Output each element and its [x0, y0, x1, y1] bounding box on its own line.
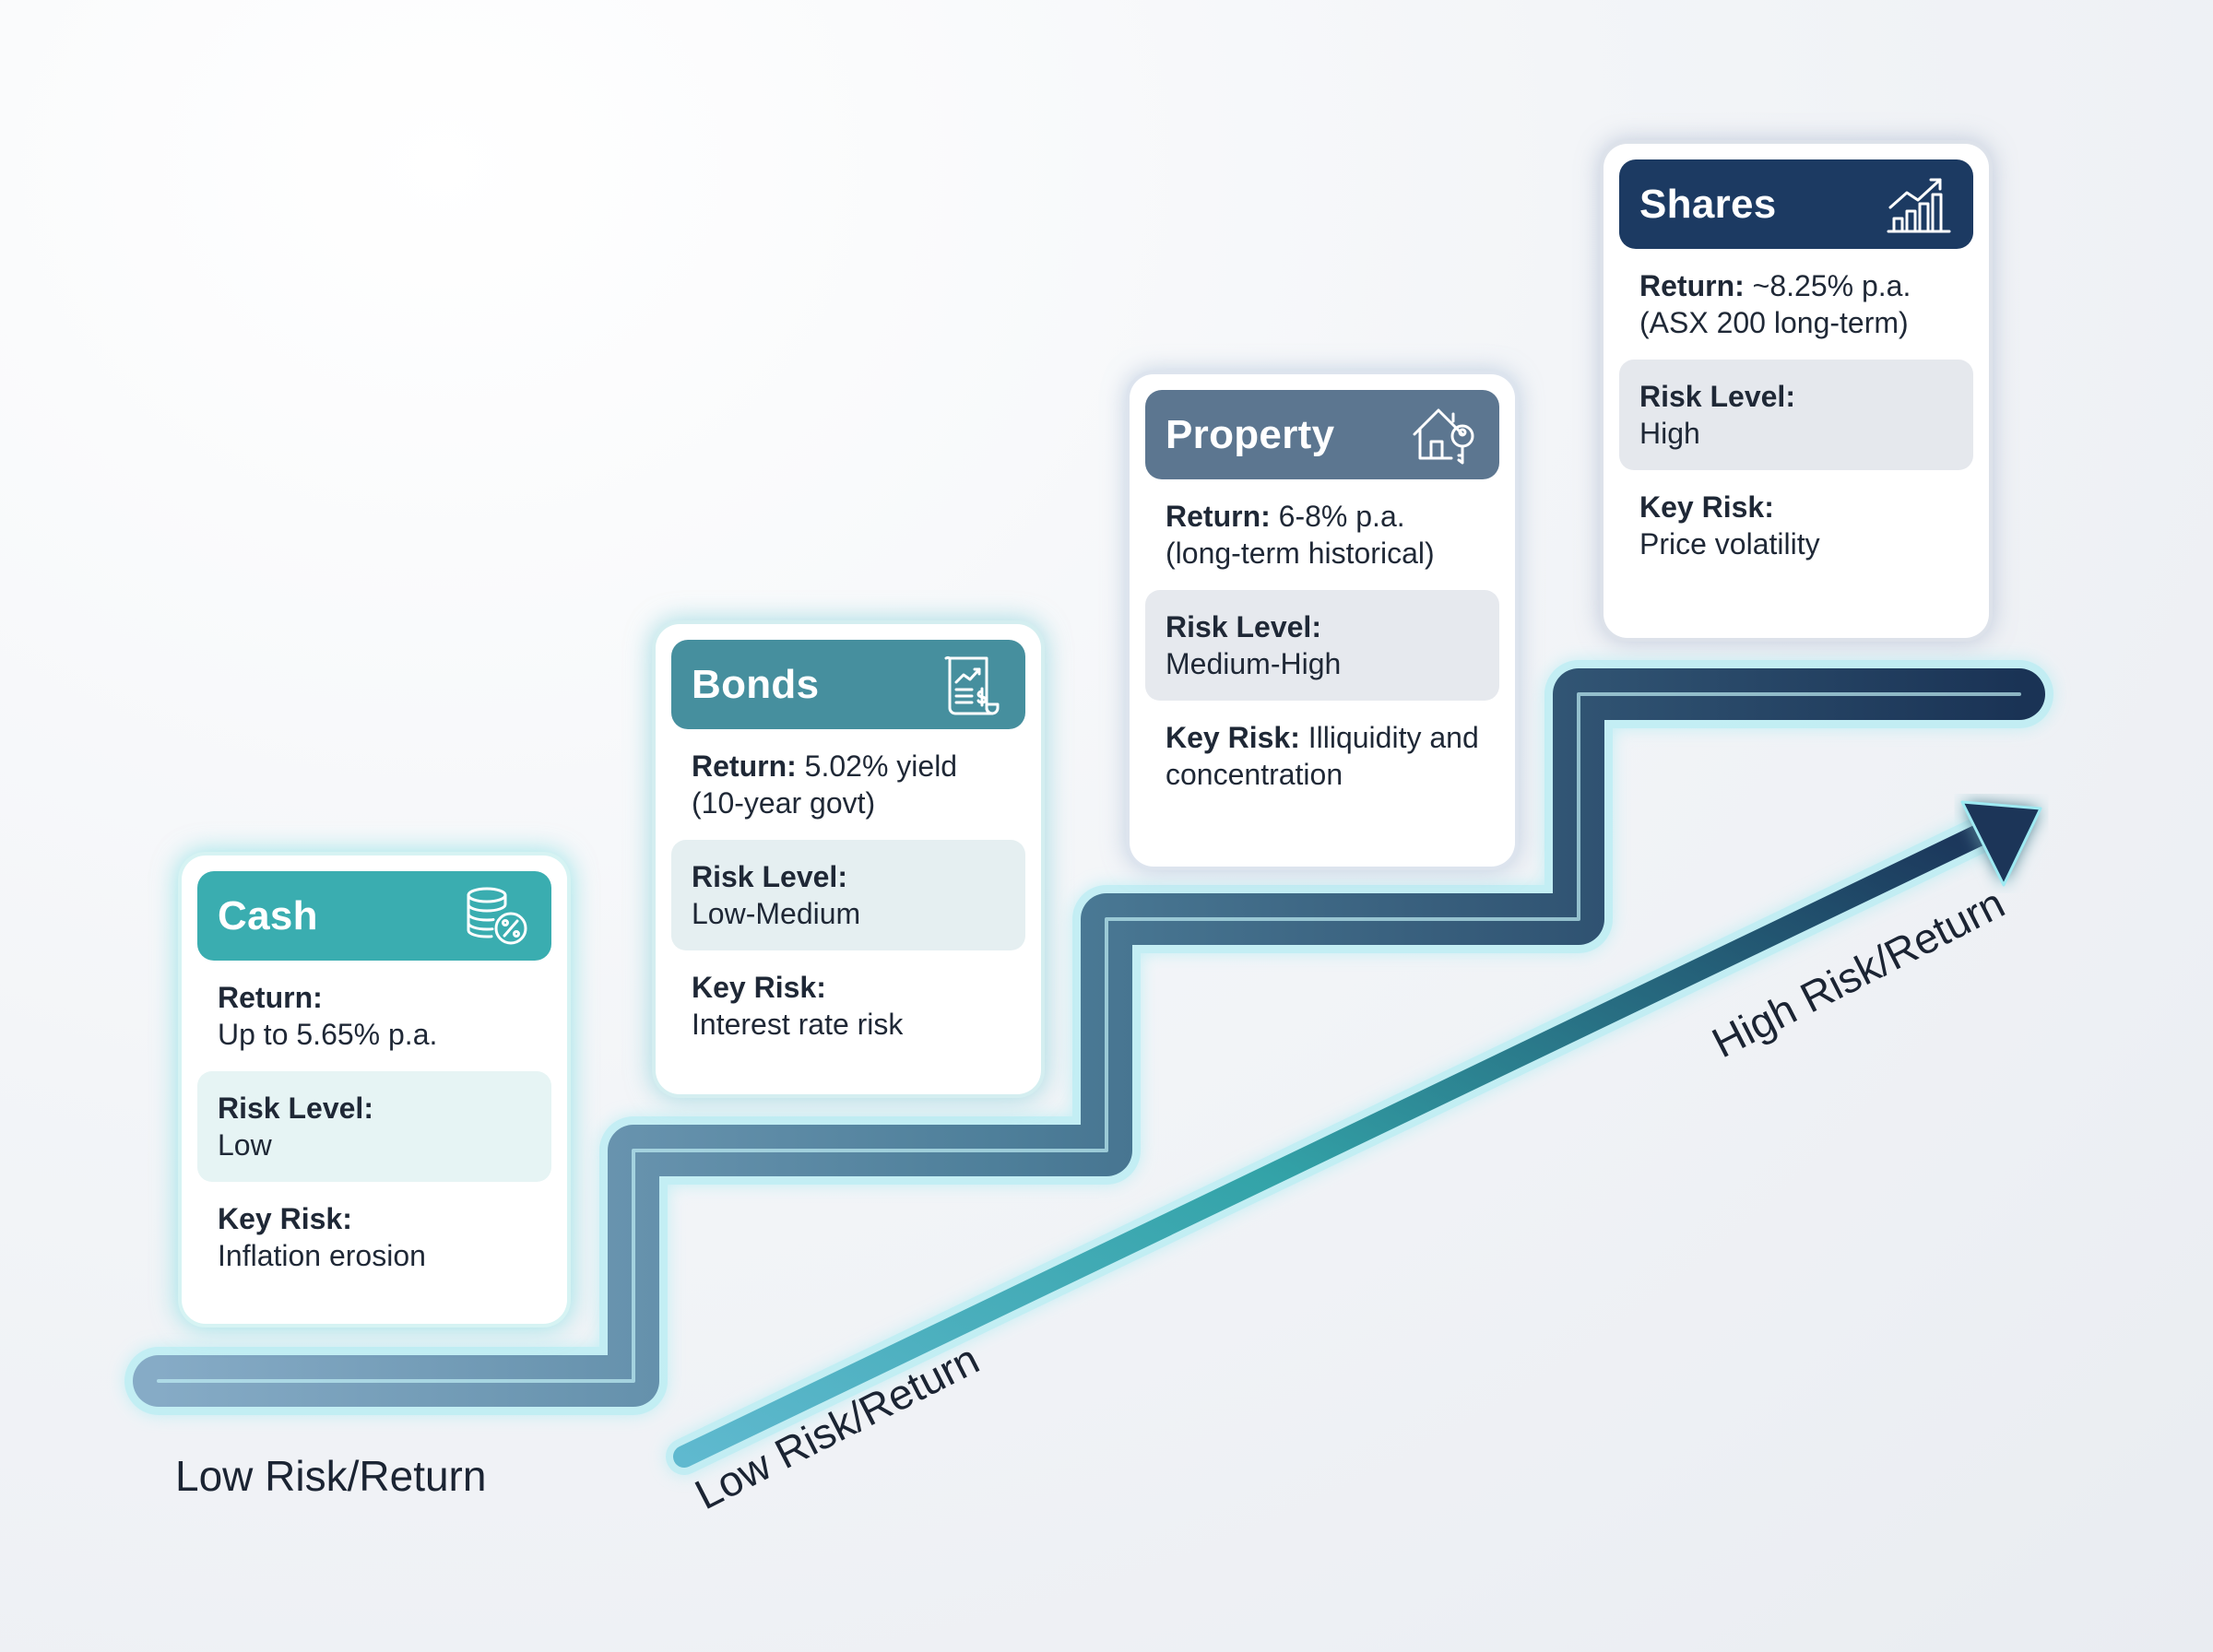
- risk-arrow-head: [1960, 800, 2042, 887]
- risk-arrow-shaft: [673, 822, 1994, 1468]
- key-risk-label: Key Risk:: [1639, 490, 1774, 524]
- risk-level-label: Risk Level:: [218, 1092, 373, 1125]
- card-header: Property: [1145, 390, 1499, 479]
- key-risk-value: Inflation erosion: [218, 1239, 426, 1272]
- key-risk-label: Key Risk:: [1166, 721, 1308, 754]
- card-title: Bonds: [692, 661, 820, 707]
- bar-chart-growth-icon: [1885, 171, 1953, 239]
- bond-document-icon: [937, 651, 1005, 719]
- return-row: Return: 5.02% yield (10-year govt): [671, 729, 1025, 840]
- risk-level-label: Risk Level:: [692, 860, 847, 893]
- return-label: Return:: [1639, 269, 1753, 302]
- card-header: Bonds: [671, 640, 1025, 729]
- return-value: Up to 5.65% p.a.: [218, 1018, 438, 1051]
- risk-level-value: Medium-High: [1166, 647, 1342, 680]
- low-risk-return-label: Low Risk/Return: [175, 1452, 487, 1500]
- key-risk-row: Key Risk: Interest rate risk: [671, 950, 1025, 1061]
- return-row: Return: 6-8% p.a. (long-term historical): [1145, 479, 1499, 590]
- key-risk-row: Key Risk: Inflation erosion: [197, 1182, 551, 1292]
- risk-level-value: Low-Medium: [692, 897, 861, 930]
- key-risk-value: Illiquidity and concentration: [1166, 721, 1479, 791]
- return-row: Return: Up to 5.65% p.a.: [197, 961, 551, 1071]
- return-label: Return:: [1166, 500, 1279, 533]
- return-row: Return: ~8.25% p.a. (ASX 200 long-term): [1619, 249, 1973, 360]
- card-title: Cash: [218, 892, 318, 938]
- card-shares: Shares Return: ~8.25% p.a. (ASX 200 long…: [1604, 144, 1989, 638]
- card-title: Property: [1166, 411, 1335, 457]
- card-property: Property Return: 6-8% p.a. (long-term hi…: [1130, 374, 1515, 867]
- key-risk-label: Key Risk:: [692, 971, 826, 1004]
- card-header: Shares: [1619, 159, 1973, 249]
- key-risk-row: Key Risk: Price volatility: [1619, 470, 1973, 581]
- coins-percent-icon: [463, 882, 531, 950]
- return-value: 5.02% yield (10-year govt): [692, 749, 958, 820]
- risk-level-row: Risk Level: High: [1619, 360, 1973, 470]
- return-label: Return:: [218, 981, 323, 1014]
- card-bonds: Bonds Return: 5.02% yield (10-year: [656, 624, 1041, 1094]
- key-risk-value: Price volatility: [1639, 527, 1820, 560]
- risk-level-value: High: [1639, 417, 1700, 450]
- risk-level-row: Risk Level: Medium-High: [1145, 590, 1499, 701]
- risk-level-label: Risk Level:: [1639, 380, 1795, 413]
- risk-level-label: Risk Level:: [1166, 610, 1321, 643]
- staircase-path-highlight: [157, 692, 2021, 1383]
- key-risk-value: Interest rate risk: [692, 1008, 904, 1041]
- risk-level-row: Risk Level: Low-Medium: [671, 840, 1025, 950]
- house-key-icon: [1411, 401, 1479, 469]
- return-value: 6-8% p.a. (long-term historical): [1166, 500, 1435, 570]
- return-value: ~8.25% p.a. (ASX 200 long-term): [1639, 269, 1911, 339]
- key-risk-row: Key Risk: Illiquidity and concentration: [1145, 701, 1499, 811]
- card-header: Cash: [197, 871, 551, 961]
- return-label: Return:: [692, 749, 805, 783]
- card-title: Shares: [1639, 181, 1777, 227]
- key-risk-label: Key Risk:: [218, 1202, 352, 1235]
- risk-level-value: Low: [218, 1128, 272, 1162]
- risk-level-row: Risk Level: Low: [197, 1071, 551, 1182]
- card-cash: Cash Return: Up to 5.65% p.a. R: [182, 856, 567, 1324]
